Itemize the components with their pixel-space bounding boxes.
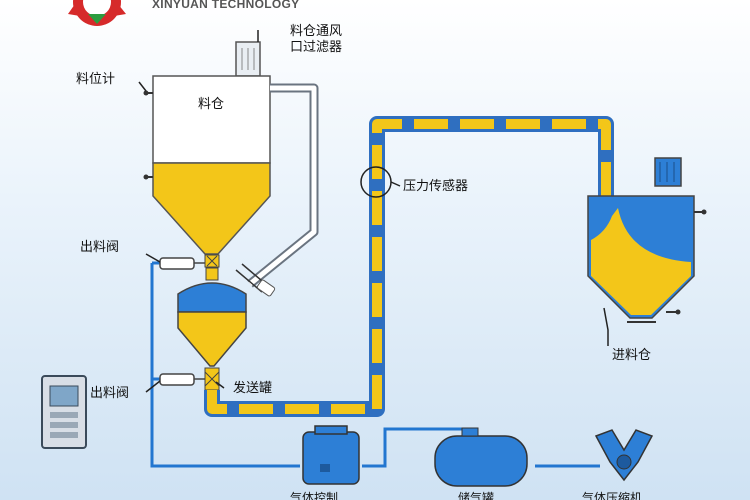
sending-tank-label: 发送罐 (233, 381, 273, 396)
gas-control-unit (302, 425, 360, 485)
vent-filter-label-line1: 料仓通风 (290, 24, 343, 39)
gas-control-label: 气体控制 (290, 491, 339, 500)
company-brand-name: XINYUAN TECHNOLOGY (152, 0, 300, 11)
conveying-pipeline (204, 116, 614, 417)
upper-discharge-valve-label: 出料阀 (80, 240, 120, 255)
vent-filter-label-line2: 口过滤器 (290, 40, 343, 55)
air-tank-label: 储气罐 (458, 491, 495, 500)
sending-tank (177, 267, 247, 367)
vent-return-pipe (235, 83, 319, 297)
lower-discharge-valve-label: 出料阀 (90, 386, 130, 401)
air-receiver-tank (434, 427, 528, 487)
vent-filter-icon (235, 41, 261, 77)
main-silo (143, 75, 271, 255)
lower-discharge-valve (159, 367, 220, 391)
pressure-sensor-label: 压力传感器 (403, 179, 469, 194)
air-compressor-icon (594, 429, 654, 482)
silo-label: 料仓 (198, 97, 225, 112)
receiving-silo (587, 157, 707, 323)
receiving-silo-label: 进料仓 (612, 348, 652, 363)
company-logo-icon (68, 0, 126, 26)
leader-lines (138, 30, 609, 393)
air-compressor-label: 气体压缩机 (582, 491, 643, 500)
level-gauge-label: 料位计 (76, 72, 116, 87)
upper-discharge-valve (159, 254, 220, 270)
control-cabinet-icon (41, 375, 87, 449)
air-supply-lines (150, 261, 600, 468)
